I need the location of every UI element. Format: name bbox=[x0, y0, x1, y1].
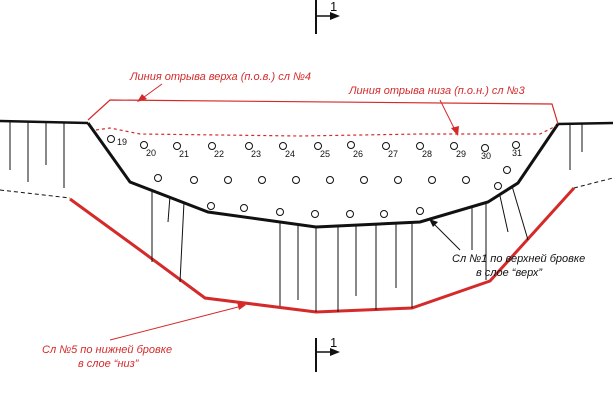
hole-number: 28 bbox=[422, 149, 432, 159]
hole-number: 24 bbox=[285, 149, 295, 159]
hole-row-1 bbox=[107, 135, 520, 152]
layer5-label-line1: Сл №5 по нижней бровке bbox=[42, 344, 172, 356]
hole-number: 26 bbox=[353, 149, 363, 159]
layer5-leader bbox=[109, 305, 243, 341]
upper-break-line-label: Линия отрыва верха (п.о.в.) сл №4 bbox=[129, 71, 311, 83]
layer1-upper-contour bbox=[86, 122, 560, 229]
hole-number: 20 bbox=[146, 148, 156, 158]
hatch-lines-outer bbox=[9, 122, 583, 188]
lower-break-leader bbox=[439, 99, 457, 133]
layer5-lower-contour bbox=[69, 186, 576, 314]
section-mark-top-label: 1 bbox=[330, 0, 337, 14]
ground-surface bbox=[0, 119, 613, 199]
layer5-arrow bbox=[237, 302, 246, 310]
hole-number: 23 bbox=[251, 149, 261, 159]
lower-break-line bbox=[95, 125, 557, 137]
hole-number: 29 bbox=[456, 149, 466, 159]
hole-number: 31 bbox=[512, 148, 522, 158]
hole-number: 25 bbox=[320, 149, 330, 159]
upper-break-line bbox=[87, 99, 559, 125]
hole-number: 30 bbox=[481, 151, 491, 161]
layer1-label-line1: Сл №1 по верхней бровке bbox=[452, 253, 585, 265]
layer1-arrow bbox=[429, 219, 438, 227]
upper-break-arrow bbox=[137, 94, 147, 102]
layer5-label-line2: в слое “низ” bbox=[78, 358, 140, 370]
hole-row-3 bbox=[207, 202, 424, 218]
layer1-leader bbox=[431, 221, 461, 251]
hatch-lines-inner bbox=[151, 185, 529, 312]
section-mark-top: 1 bbox=[315, 0, 340, 34]
hole-number: 19 bbox=[117, 137, 127, 147]
layer1-label-line2: в слое “верх” bbox=[476, 267, 543, 279]
hole-number: 21 bbox=[179, 149, 189, 159]
hole-row-2 bbox=[154, 166, 511, 190]
lower-break-line-label: Линия отрыва низа (п.о.н.) сл №3 bbox=[348, 85, 526, 97]
hole-number: 27 bbox=[388, 149, 398, 159]
section-mark-bottom: 1 bbox=[315, 335, 340, 372]
lower-break-arrow bbox=[451, 126, 459, 136]
section-mark-bottom-label: 1 bbox=[330, 335, 337, 350]
hole-numbers: 19 20 21 22 23 24 25 26 27 28 29 30 31 bbox=[117, 137, 522, 161]
hole-number: 22 bbox=[214, 149, 224, 159]
